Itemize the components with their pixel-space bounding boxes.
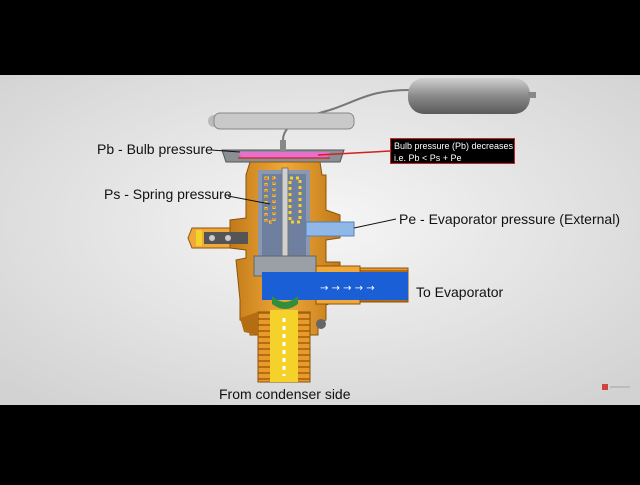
evaporator-pressure-label: Pe - Evaporator pressure (External): [399, 211, 620, 227]
valve-seat: [272, 296, 298, 309]
svg-text:→ → → → →: → → → → →: [320, 283, 375, 294]
pointer-bulb-pressure: [210, 149, 241, 153]
pointer-callout: [317, 150, 391, 156]
bulb-pressure-label: Pb - Bulb pressure: [97, 141, 213, 157]
callout-line-1: Bulb pressure (Pb) decreases: [394, 141, 514, 151]
spring-pressure-label: Ps - Spring pressure: [104, 186, 232, 202]
left-adjuster: [187, 227, 248, 249]
to-evaporator-label: To Evaporator: [416, 284, 504, 300]
from-condenser-label: From condenser side: [219, 386, 351, 402]
callout-box: Bulb pressure (Pb) decreases i.e. Pb < P…: [390, 138, 515, 164]
callout-line-2: i.e. Pb < Ps + Pe: [394, 153, 462, 163]
condenser-inlet: [240, 310, 326, 383]
pointer-spring-pressure: [227, 195, 271, 205]
evaporator-outlet: → → → → →: [262, 265, 409, 305]
pointer-evaporator-pressure: [353, 218, 397, 229]
spring: [264, 176, 302, 224]
diaphragm-head: [221, 140, 345, 163]
sensing-bulb: [208, 78, 536, 130]
watermark-logo: [602, 383, 632, 391]
